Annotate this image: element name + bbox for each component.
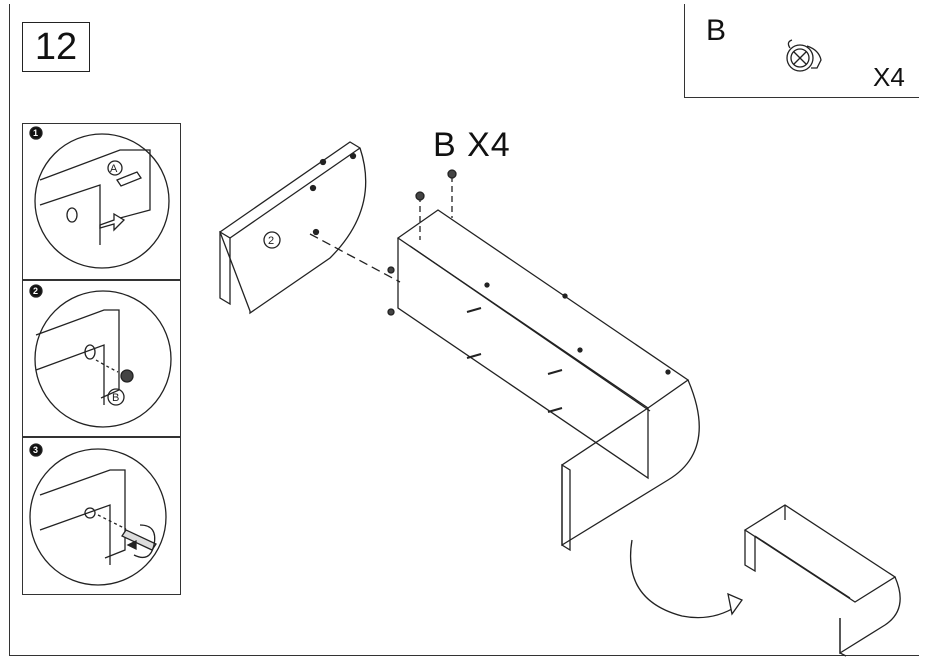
panel-3-index: 3 [33,445,38,455]
parts-callout-letter: B [706,14,727,47]
cam-lock-icon [786,39,822,72]
detail-panel-2-drawing [34,290,172,428]
panel-2-index: 2 [33,286,38,296]
rotate-arrow [630,539,738,619]
finished-unit-preview [743,504,901,657]
left-side-panel [219,141,401,315]
detail-panel-1 [22,123,181,280]
panel-2-part-label: B [112,392,119,404]
panel-1-part-label: A [110,163,118,175]
side-panel-number: 2 [268,235,274,247]
detail-panel-1-drawing [34,133,170,269]
page-frame [9,4,919,656]
step-number: 12 [22,22,90,72]
panel-1-index: 1 [33,128,38,138]
parts-callout-box [684,4,919,98]
detail-panel-2 [22,280,181,437]
main-part-label: B X4 [433,126,511,164]
detail-panel-3 [22,437,181,595]
cabinet-body [387,169,700,552]
detail-panel-3-drawing [29,448,167,586]
parts-callout-quantity: X4 [873,62,905,92]
